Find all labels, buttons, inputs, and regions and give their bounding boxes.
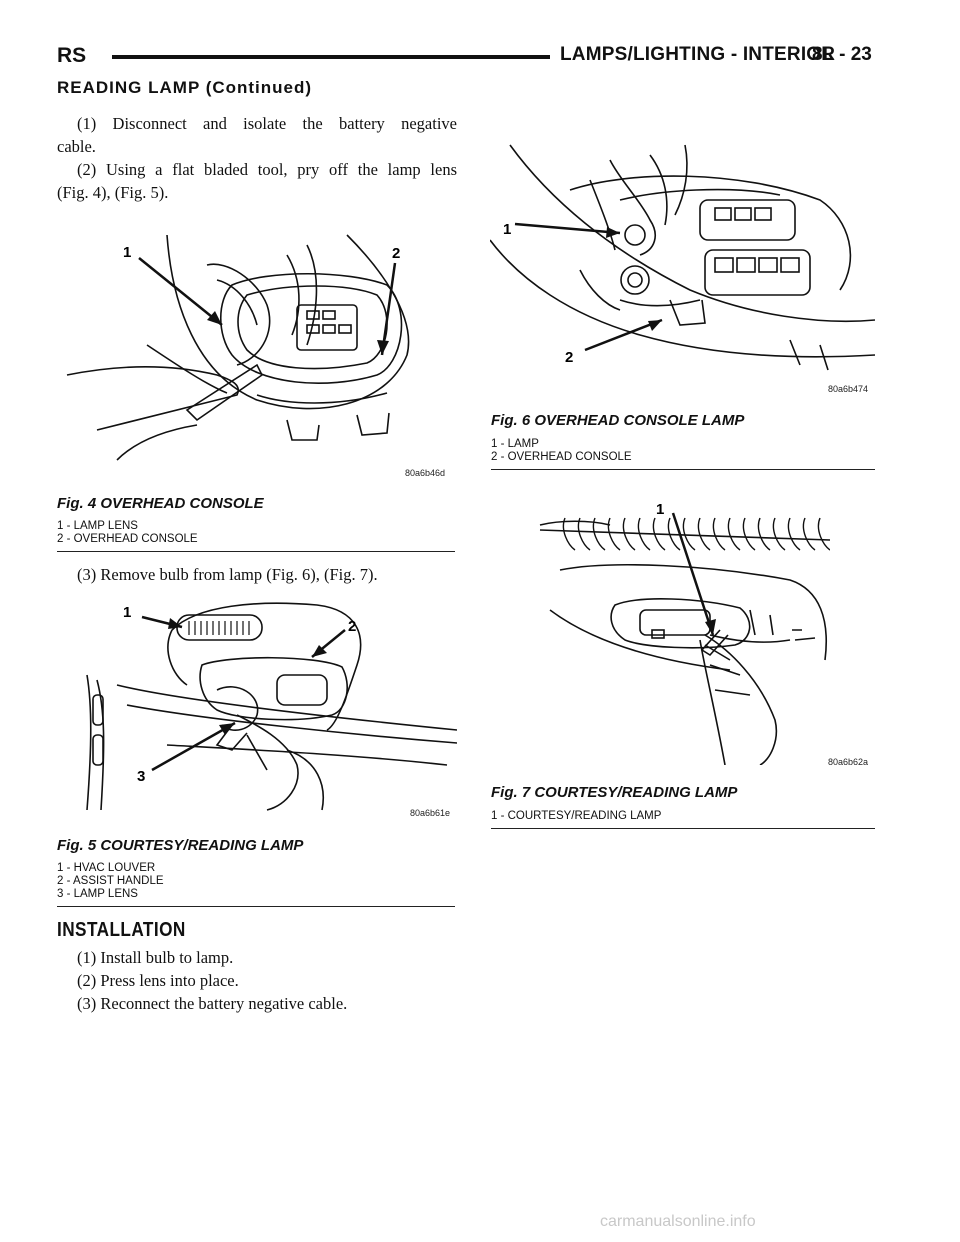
fig6-illustration: 1 2 — [490, 144, 875, 371]
fig7-rule — [491, 828, 875, 829]
fig6-title: Fig. 6 OVERHEAD CONSOLE LAMP — [491, 412, 745, 429]
header-rule — [112, 55, 550, 59]
installation-step: (2) Press lens into place. — [77, 971, 239, 990]
fig5-illustration: 1 2 3 — [86, 602, 457, 811]
step-1: (1) Disconnect and isolate the battery n… — [77, 114, 457, 133]
fig5-legend-item: 3 - LAMP LENS — [57, 888, 138, 900]
fig6-legend-item: 2 - OVERHEAD CONSOLE — [491, 451, 632, 463]
fig4-legend-item: 2 - OVERHEAD CONSOLE — [57, 533, 198, 545]
installation-heading: INSTALLATION — [57, 919, 186, 941]
fig7-image-code: 80a6b62a — [828, 757, 869, 767]
fig7-illustration: 1 — [539, 501, 830, 765]
page-number: 8L - 23 — [812, 44, 872, 65]
fig4-rule — [57, 551, 455, 552]
step-3: (3) Remove bulb from lamp (Fig. 6), (Fig… — [77, 565, 378, 584]
installation-steps: (1) Install bulb to lamp. (2) Press lens… — [77, 946, 347, 1015]
fig6-callout-2: 2 — [565, 349, 573, 366]
fig4-illustration: 1 2 — [66, 234, 410, 461]
fig4-title: Fig. 4 OVERHEAD CONSOLE — [57, 495, 264, 512]
fig6-rule — [491, 469, 875, 470]
fig5-callout-2: 2 — [348, 618, 356, 635]
fig4-callout-1: 1 — [123, 244, 131, 261]
fig5-title: Fig. 5 COURTESY/READING LAMP — [57, 837, 304, 854]
step-2-continued: (Fig. 4), (Fig. 5). — [57, 183, 169, 202]
fig6-image-code: 80a6b474 — [828, 384, 869, 394]
fig4-legend-item: 1 - LAMP LENS — [57, 520, 138, 532]
fig6-callout-1: 1 — [503, 221, 511, 238]
fig5-legend-item: 2 - ASSIST HANDLE — [57, 875, 164, 887]
step-2: (2) Using a flat bladed tool, pry off th… — [77, 160, 457, 179]
fig4-image-code: 80a6b46d — [405, 468, 446, 478]
watermark: carmanualsonline.info — [600, 1213, 756, 1230]
fig4-legend: 1 - LAMP LENS 2 - OVERHEAD CONSOLE — [57, 520, 198, 546]
fig6-legend-item: 1 - LAMP — [491, 438, 539, 450]
step-1-continued: cable. — [57, 137, 96, 156]
fig4-callout-2: 2 — [392, 245, 400, 262]
section-subheading: READING LAMP (Continued) — [57, 78, 313, 97]
fig6-legend: 1 - LAMP 2 - OVERHEAD CONSOLE — [491, 438, 632, 464]
fig7-callout-1: 1 — [656, 501, 664, 518]
fig5-legend: 1 - HVAC LOUVER 2 - ASSIST HANDLE 3 - LA… — [57, 862, 164, 901]
fig7-title: Fig. 7 COURTESY/READING LAMP — [491, 784, 738, 801]
header-chapter-title: LAMPS/LIGHTING - INTERIOR — [560, 44, 836, 65]
fig5-callout-3: 3 — [137, 768, 145, 785]
fig5-callout-1: 1 — [123, 604, 131, 621]
fig5-rule — [57, 906, 455, 907]
installation-step: (1) Install bulb to lamp. — [77, 948, 234, 967]
installation-step: (3) Reconnect the battery negative cable… — [77, 994, 348, 1013]
header-section-code: RS — [57, 44, 87, 67]
fig7-legend-item: 1 - COURTESY/READING LAMP — [491, 810, 662, 822]
fig5-image-code: 80a6b61e — [410, 808, 451, 818]
fig7-legend: 1 - COURTESY/READING LAMP — [491, 810, 661, 823]
removal-steps-1-2: (1) Disconnect and isolate the battery n… — [57, 112, 457, 204]
fig5-legend-item: 1 - HVAC LOUVER — [57, 862, 156, 874]
